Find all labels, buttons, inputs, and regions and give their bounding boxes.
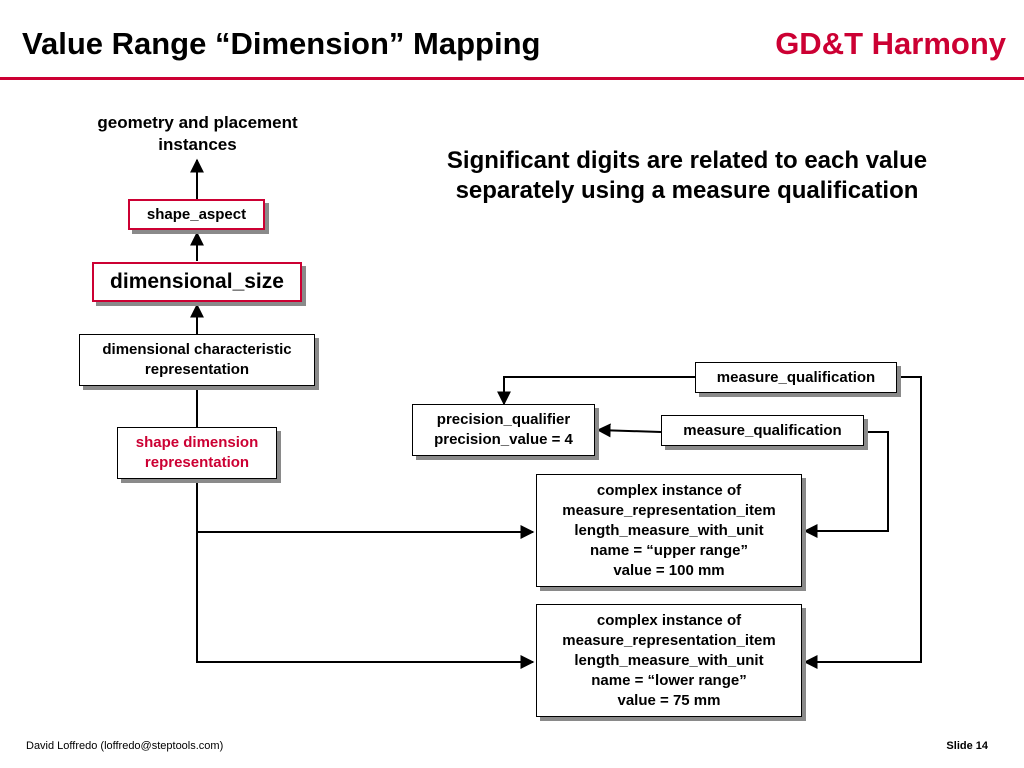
dimensional-size-node: dimensional_size: [92, 262, 302, 302]
node-label: measure_qualification: [716, 368, 876, 386]
node-label: name = “lower range”: [591, 671, 747, 689]
node-label: measure_qualification: [683, 421, 842, 439]
node-label: complex instance of: [596, 481, 742, 499]
node-label: representation: [144, 454, 250, 471]
slide-number: Slide 14: [946, 740, 988, 752]
arrow-mq1-to-precision: [497, 376, 695, 406]
node-label: shape_aspect: [146, 205, 247, 223]
node-label: name = “upper range”: [590, 541, 748, 559]
lower-range-measure-node: complex instance of measure_representati…: [536, 604, 802, 717]
node-label: measure_representation_item: [562, 501, 776, 519]
caption-line: geometry and placement: [97, 113, 298, 132]
arrow-shapedim-to-lower: [196, 532, 535, 669]
arrow-mq2-to-upper: [803, 431, 889, 538]
note-line: qualification: [777, 177, 919, 204]
upper-range-measure-node: complex instance of measure_representati…: [536, 474, 802, 587]
arrow-mq1-to-lower: [803, 376, 922, 669]
node-label: precision_qualifier: [436, 411, 571, 428]
node-label: shape dimension: [135, 434, 259, 451]
node-label: dimensional characteristic: [102, 341, 292, 358]
page-title: Value Range “Dimension” Mapping: [22, 26, 541, 61]
node-label: representation: [144, 361, 250, 378]
arrow-mq2-to-precision: [596, 423, 662, 438]
significant-digits-note: Significant digits are related to each v…: [430, 146, 944, 206]
precision-qualifier-node: precision_qualifier precision_value = 4: [412, 404, 595, 456]
measure-qualification-node-2: measure_qualification: [661, 415, 864, 446]
author-footer: David Loffredo (loffredo@steptools.com): [26, 740, 224, 752]
note-line: value separately using a measure: [455, 147, 928, 204]
shape-dimension-representation-node: shape dimension representation: [117, 427, 277, 479]
node-label: value = 75 mm: [617, 691, 721, 709]
node-label: complex instance of: [596, 611, 742, 629]
brand-title: GD&T Harmony: [775, 26, 1006, 61]
arrow-shapedim-to-upper: [196, 481, 535, 539]
title-rule: [0, 77, 1024, 80]
dimensional-characteristic-representation-node: dimensional characteristic representatio…: [79, 334, 315, 386]
shape-aspect-node: shape_aspect: [128, 199, 265, 230]
node-label: dimensional_size: [110, 270, 284, 293]
geometry-placement-caption: geometry and placement instances: [60, 112, 335, 156]
node-label: length_measure_with_unit: [574, 521, 764, 539]
node-label: value = 100 mm: [613, 561, 725, 579]
node-label: measure_representation_item: [562, 631, 776, 649]
node-label: precision_value = 4: [434, 431, 573, 448]
caption-line: instances: [158, 135, 237, 154]
measure-qualification-node-1: measure_qualification: [695, 362, 897, 393]
node-label: length_measure_with_unit: [574, 651, 764, 669]
note-line: Significant digits are related to each: [446, 147, 860, 174]
